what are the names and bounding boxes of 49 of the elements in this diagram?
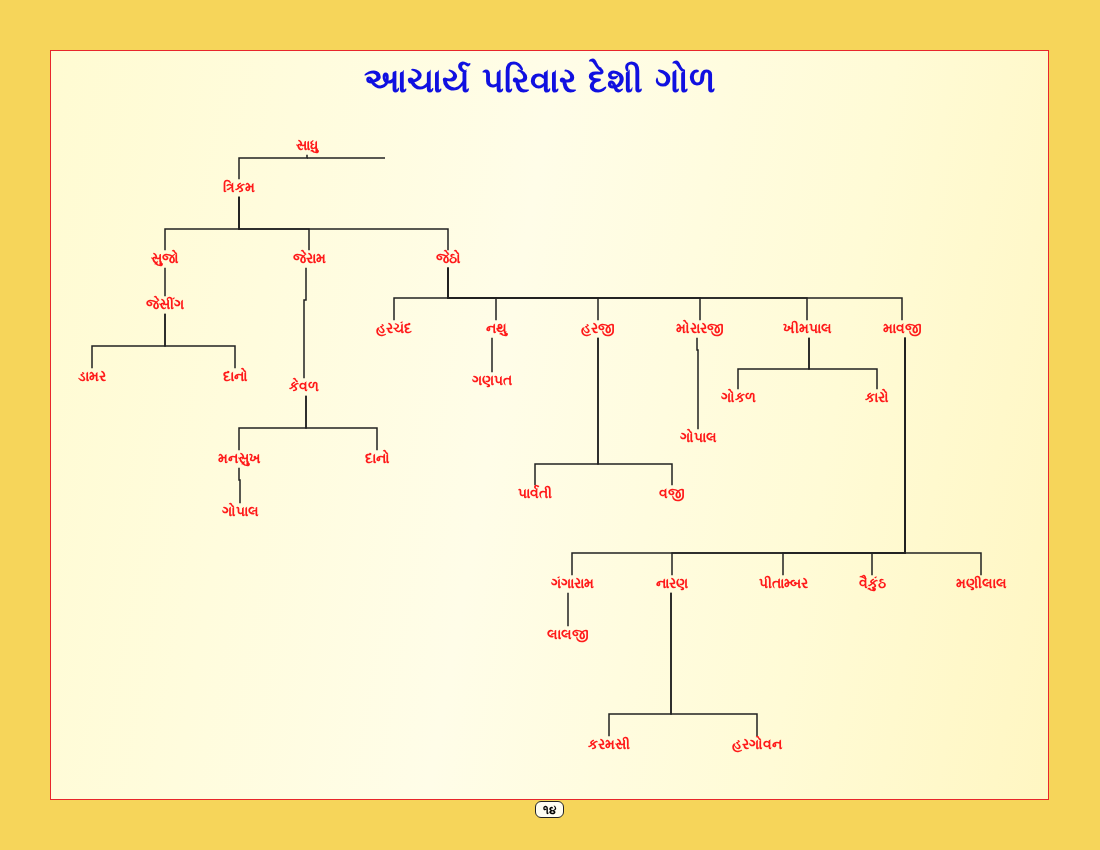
person-name: જેસીંગ [146,297,184,313]
person-name: સુજો [151,251,179,267]
person-name: નથુ [485,321,507,337]
tree-line [164,312,236,370]
person-name: ગણપત [472,373,512,389]
person-name: હરચંદ [376,321,412,337]
person-name: સાધુ [296,138,318,154]
person-name: મોરારજી [676,321,724,337]
tree-line [696,336,699,431]
person-name: જેરામ [292,251,326,267]
person-name: કારો [865,390,889,406]
tree-line [238,466,241,505]
person-name: પીતામ્બર [758,576,808,592]
person-name: ખીમપાલ [782,321,832,337]
tree-line [305,394,378,452]
tree-line [808,336,878,391]
person-name: ગંગારામ [550,576,594,592]
tree-line [238,195,449,252]
person-name: દાનો [222,369,248,385]
person-name: નારણ [656,576,688,592]
person-name: પાર્વતી [518,486,552,502]
tree-line [904,336,982,577]
person-name: વજી [659,486,685,502]
tree-line [597,336,673,487]
tree-line [303,266,307,380]
tree-line [491,336,493,374]
person-name: લાલજી [547,627,589,643]
person-name: ડામર [78,369,106,385]
person-name: મણીલાલ [955,576,1007,592]
person-name: દાનો [364,451,390,467]
page-number: ૧૪ [535,801,564,818]
tree-line [567,591,569,628]
tree-line [447,266,903,322]
person-name: ત્રિકમ [223,180,255,196]
person-name: જેઠો [435,251,461,267]
person-name: માવજી [882,321,922,337]
tree-line [164,266,166,298]
tree-line [670,591,758,738]
person-name: ગોકળ [720,390,756,406]
person-name: કરમસી [588,737,630,753]
person-name: હરગોવન [732,737,782,753]
person-name: કેવળ [289,379,319,395]
tree-line [238,153,308,181]
person-name: વૈકુંઠ [858,576,886,592]
person-name: ગોપાલ [221,504,259,520]
title: આચાર્ય પરિવાર દેશી ગોળ [363,59,717,101]
person-name: હરજી [581,321,615,337]
person-name: મનસુખ [217,451,261,467]
person-name: ગોપાલ [679,430,717,446]
